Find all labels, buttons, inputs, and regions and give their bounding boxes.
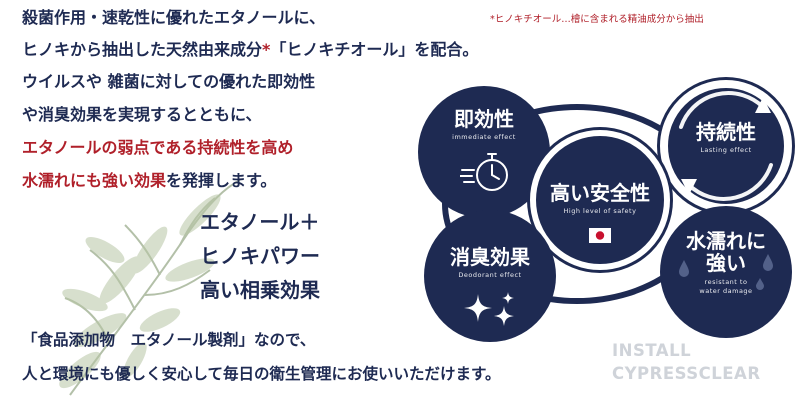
circular-arrows-icon (679, 91, 773, 201)
feature-immediate: 即効性 immediate effect (418, 86, 550, 218)
feature-lasting-sub: Lasting effect (700, 146, 752, 154)
feature-water-title-1: 水濡れに (686, 229, 766, 253)
feature-safety: 高い安全性 High level of safety (530, 130, 670, 270)
slogan-line-1: エタノール＋ (200, 210, 320, 234)
feature-immediate-sub: immediate effect (452, 133, 516, 141)
lead-line-1: 殺菌作用・速乾性に優れたエタノールに、 (22, 8, 326, 27)
footnote: *ヒノキチオール…檜に含まれる精油成分から抽出 (490, 14, 704, 25)
feature-lasting: 持続性 Lasting effect (660, 80, 792, 212)
feature-water: 水濡れに 強い resistant to water damage (660, 206, 792, 338)
lead-line-6: 水濡れにも強い効果を発揮します。 (22, 173, 276, 189)
lead-line-2-text: ヒノキから抽出した天然由来成分 (22, 40, 263, 59)
water-drops-icon (679, 254, 773, 290)
lead-line-5: エタノールの弱点である持続性を高め (22, 138, 294, 157)
feature-deodorant-sub: Deodorant effect (458, 271, 522, 279)
feature-immediate-title: 即効性 (454, 107, 514, 131)
feature-deodorant: 消臭効果 Deodorant effect (424, 210, 556, 342)
brand-line-2: CYPRESSCLEAR (612, 364, 761, 383)
slogan-line-2: ヒノキパワー (200, 244, 320, 268)
feature-water-sub-1: resistant to (704, 278, 748, 286)
lead-line-4: や消臭効果を実現するとともに、 (22, 105, 262, 124)
feature-water-title-2: 強い (706, 251, 746, 275)
cypress-leaf-icon (59, 179, 241, 396)
feature-safety-sub: High level of safety (563, 207, 637, 215)
feature-water-sub-2: water damage (699, 287, 753, 295)
sparkle-icon (464, 292, 514, 326)
japan-flag-icon (589, 228, 611, 243)
lead-line-3: ウイルスや 雑菌に対しての優れた即効性 (22, 72, 316, 91)
slogan-line-3: 高い相乗効果 (200, 278, 320, 302)
lead-line-6-text: を発揮します。 (166, 171, 277, 190)
brand-line-1: INSTALL (612, 341, 692, 360)
closing-line-1: 「食品添加物 エタノール製剤」なので、 (22, 331, 316, 349)
feature-deodorant-title: 消臭効果 (450, 245, 530, 269)
footnote-mark: * (262, 40, 271, 59)
lead-line-2-text-b: 「ヒノキチオール」を配合。 (270, 40, 479, 59)
closing-line-2: 人と環境にも優しく安心して毎日の衛生管理にお使いいただけます。 (22, 365, 501, 383)
stopwatch-icon (460, 153, 508, 191)
lead-line-2: ヒノキから抽出した天然由来成分*「ヒノキチオール」を配合。 (22, 42, 478, 58)
feature-safety-title: 高い安全性 (550, 181, 650, 205)
lead-line-6-highlight: 水濡れにも強い効果 (22, 171, 167, 190)
feature-lasting-title: 持続性 (696, 120, 756, 144)
